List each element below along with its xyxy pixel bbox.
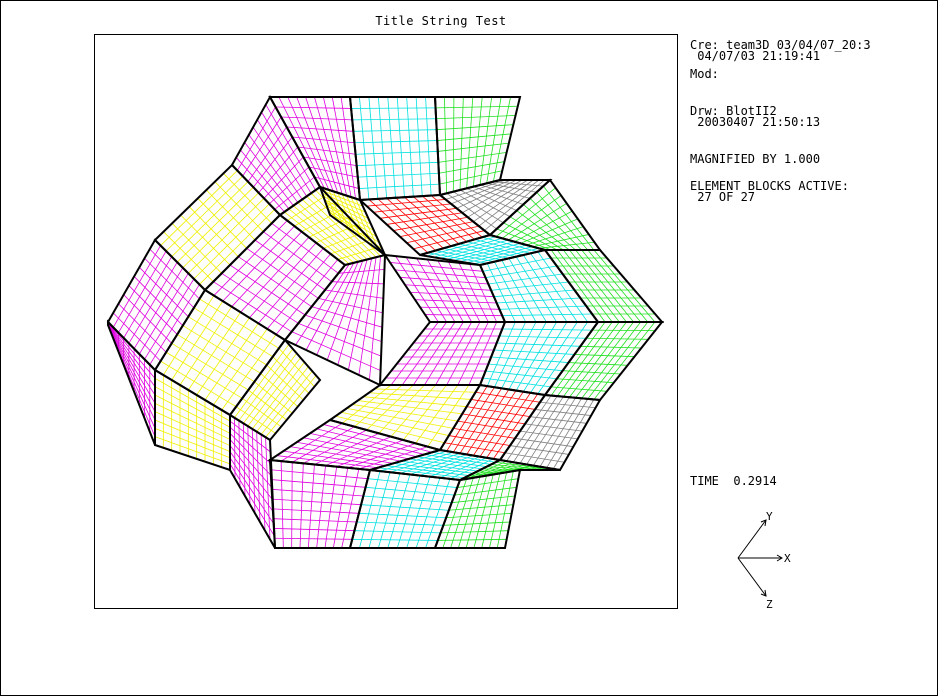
- magnification-text: MAGNIFIED BY 1.000: [690, 152, 821, 166]
- block-b9-edge: [433, 468, 522, 549]
- block-l7-edge: [283, 253, 387, 387]
- block-l1: [154, 164, 281, 291]
- block-r4-edge: [377, 321, 507, 386]
- plot-title: Title String Test: [375, 14, 507, 28]
- block-l11: [229, 414, 276, 549]
- z-axis-line: [737, 557, 767, 597]
- block-r1-edge: [382, 253, 507, 323]
- blocks-label: ELEMENT BLOCKS ACTIVE:: [690, 179, 849, 193]
- creator-text: Cre: team3D 03/04/07_20:3: [690, 38, 871, 52]
- blocks-value: 27 OF 27: [690, 190, 756, 204]
- block-l1-edge: [153, 163, 282, 292]
- block-b7: [269, 459, 371, 549]
- time-text: TIME 0.2914: [690, 474, 777, 488]
- plot-viewport: [94, 34, 678, 609]
- block-edges: [106, 94, 665, 549]
- block-r1: [384, 254, 506, 323]
- z-axis-label: Z: [766, 598, 773, 611]
- block-r5: [479, 321, 599, 396]
- block-r6: [544, 321, 663, 401]
- drawer-text: Drw: BlotII2: [690, 104, 777, 118]
- creator-time: 04/07/03 21:19:41: [690, 49, 821, 63]
- block-r4: [379, 321, 506, 386]
- y-axis-line: [737, 519, 767, 559]
- y-axis-label: Y: [766, 510, 773, 523]
- axes-triad: [737, 519, 783, 597]
- block-l5: [154, 289, 286, 416]
- block-t5: [359, 194, 491, 256]
- drawer-time: 20030407 21:50:13: [690, 115, 821, 129]
- block-b8-edge: [348, 468, 462, 549]
- x-axis-arrow: [776, 554, 783, 562]
- block-r2: [479, 249, 599, 323]
- x-axis-label: X: [784, 552, 791, 565]
- block-t2: [349, 96, 441, 201]
- y-axis-arrow: [760, 519, 767, 527]
- z-axis-arrow: [760, 589, 767, 597]
- block-l9: [154, 369, 231, 471]
- block-l10-edge: [107, 319, 156, 446]
- modified-text: Mod:: [690, 67, 719, 81]
- block-t6-edge: [437, 179, 553, 237]
